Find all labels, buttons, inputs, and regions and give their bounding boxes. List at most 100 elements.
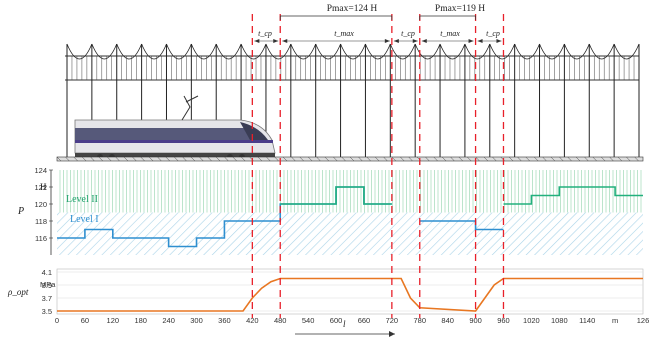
- rail-tie: [584, 156, 589, 162]
- rail-tie: [617, 156, 623, 162]
- catenary-sag: [190, 43, 217, 60]
- rail-tie: [81, 156, 87, 162]
- x-tick-label: 180: [134, 316, 147, 325]
- x-tick-label: 420: [246, 316, 259, 325]
- catenary-sag: [215, 43, 242, 60]
- catenary-sag: [389, 43, 416, 60]
- rail-tie: [433, 156, 438, 162]
- rail-tie: [199, 156, 204, 162]
- rail-tie: [307, 156, 313, 162]
- rail-tie: [232, 156, 237, 162]
- pmax-label-1: Pmax=124 H: [327, 4, 378, 14]
- h-unit-label: H: [40, 182, 47, 192]
- catenary-sag: [66, 43, 93, 60]
- p-tick-label: 120: [34, 200, 47, 209]
- rail-tie: [626, 156, 631, 162]
- rho-tick-label: 3.5: [42, 307, 52, 316]
- x-tick-label: 900: [469, 316, 482, 325]
- rail-tie: [65, 156, 70, 162]
- rail-tie: [592, 156, 597, 162]
- rail-tie: [559, 156, 564, 162]
- t-cp-label-2: t_cp: [401, 29, 415, 38]
- pmax-label-2: Pmax=119 H: [435, 4, 485, 14]
- level-ii-band: [57, 170, 643, 213]
- x-tick-label: 300: [190, 316, 203, 325]
- t-cp-span-3-head-left: [477, 39, 483, 43]
- rail-tie: [240, 156, 246, 162]
- level-i-label: Level I: [70, 214, 99, 225]
- rail-tie: [224, 156, 229, 162]
- catenary-sag: [514, 43, 540, 60]
- t-cp-span-3-head-right: [496, 39, 502, 43]
- pmax-brace-2: [419, 15, 476, 20]
- x-tick-label: 240: [162, 316, 175, 325]
- pressure-series-3: [503, 186, 643, 205]
- rail-tie: [609, 156, 614, 162]
- rail-tie: [458, 156, 464, 162]
- catenary-sag: [414, 43, 441, 60]
- t-cp-span-2-head-left: [393, 39, 399, 43]
- rho-series-1: [57, 277, 643, 312]
- rail-tie: [349, 156, 355, 162]
- train-illustration: [74, 95, 276, 160]
- catenary-sag: [489, 43, 516, 60]
- rail-tie: [215, 156, 221, 162]
- rail-tie: [374, 156, 380, 162]
- rail-tie: [467, 156, 472, 162]
- catenary-sag: [340, 43, 366, 60]
- rail-tie: [274, 156, 279, 162]
- x-tick-label: 780: [414, 316, 427, 325]
- rail-tie: [450, 156, 455, 162]
- x-tick-label: 126: [637, 316, 649, 325]
- p-axis-label: P: [17, 206, 24, 217]
- rail-tie: [324, 156, 330, 162]
- rail-tie: [542, 156, 547, 162]
- p-tick-label: 124: [34, 166, 47, 175]
- rail-tie: [316, 156, 321, 162]
- x-tick-label: 120: [107, 316, 120, 325]
- rho-unit-label: MPa: [40, 280, 56, 289]
- rail-tie: [282, 156, 288, 162]
- rail-tie: [358, 156, 363, 162]
- t-max-span-1-head-left: [282, 39, 288, 43]
- x-tick-label: 840: [441, 316, 454, 325]
- rail-tie: [140, 156, 145, 162]
- rail-tie: [333, 156, 338, 162]
- rail-tie: [391, 156, 397, 162]
- x-tick-label: m: [612, 316, 618, 325]
- rail-tie: [475, 156, 480, 162]
- catenary-sag: [240, 43, 267, 60]
- rail-tie: [291, 156, 296, 162]
- catenary-sag: [290, 43, 317, 60]
- rail-tie: [165, 156, 171, 162]
- rail-tie: [90, 156, 95, 162]
- t-cp-label-1: t_cp: [258, 29, 272, 38]
- rail-tie: [257, 156, 263, 162]
- rail-tie: [567, 156, 572, 162]
- catenary-sag: [564, 43, 590, 60]
- rho-tick-label: 4.1: [42, 268, 52, 277]
- t-max-span-2-head-left: [421, 39, 427, 43]
- pressure-series-1-high: [280, 186, 392, 205]
- rail-tie: [366, 156, 371, 162]
- rail-tie: [600, 156, 606, 162]
- pmax-brace-1: [279, 15, 393, 20]
- rail-tie: [634, 156, 639, 162]
- rail-tie: [299, 156, 304, 162]
- rail-tie: [174, 156, 179, 162]
- x-tick-label: 1140: [579, 316, 595, 325]
- x-tick-label: 480: [274, 316, 287, 325]
- rail-track: [56, 156, 644, 162]
- pressure-series-2: [419, 220, 504, 231]
- catenary-sag: [116, 43, 142, 60]
- rail-tie: [550, 156, 556, 162]
- rail-tie: [123, 156, 129, 162]
- catenary-sag: [91, 43, 118, 60]
- rail-tie: [148, 156, 154, 162]
- rail-tie: [400, 156, 405, 162]
- x-tick-label: 60: [81, 316, 89, 325]
- rail-tie: [533, 156, 539, 162]
- rail-tie: [207, 156, 212, 162]
- rail-tie: [525, 156, 530, 162]
